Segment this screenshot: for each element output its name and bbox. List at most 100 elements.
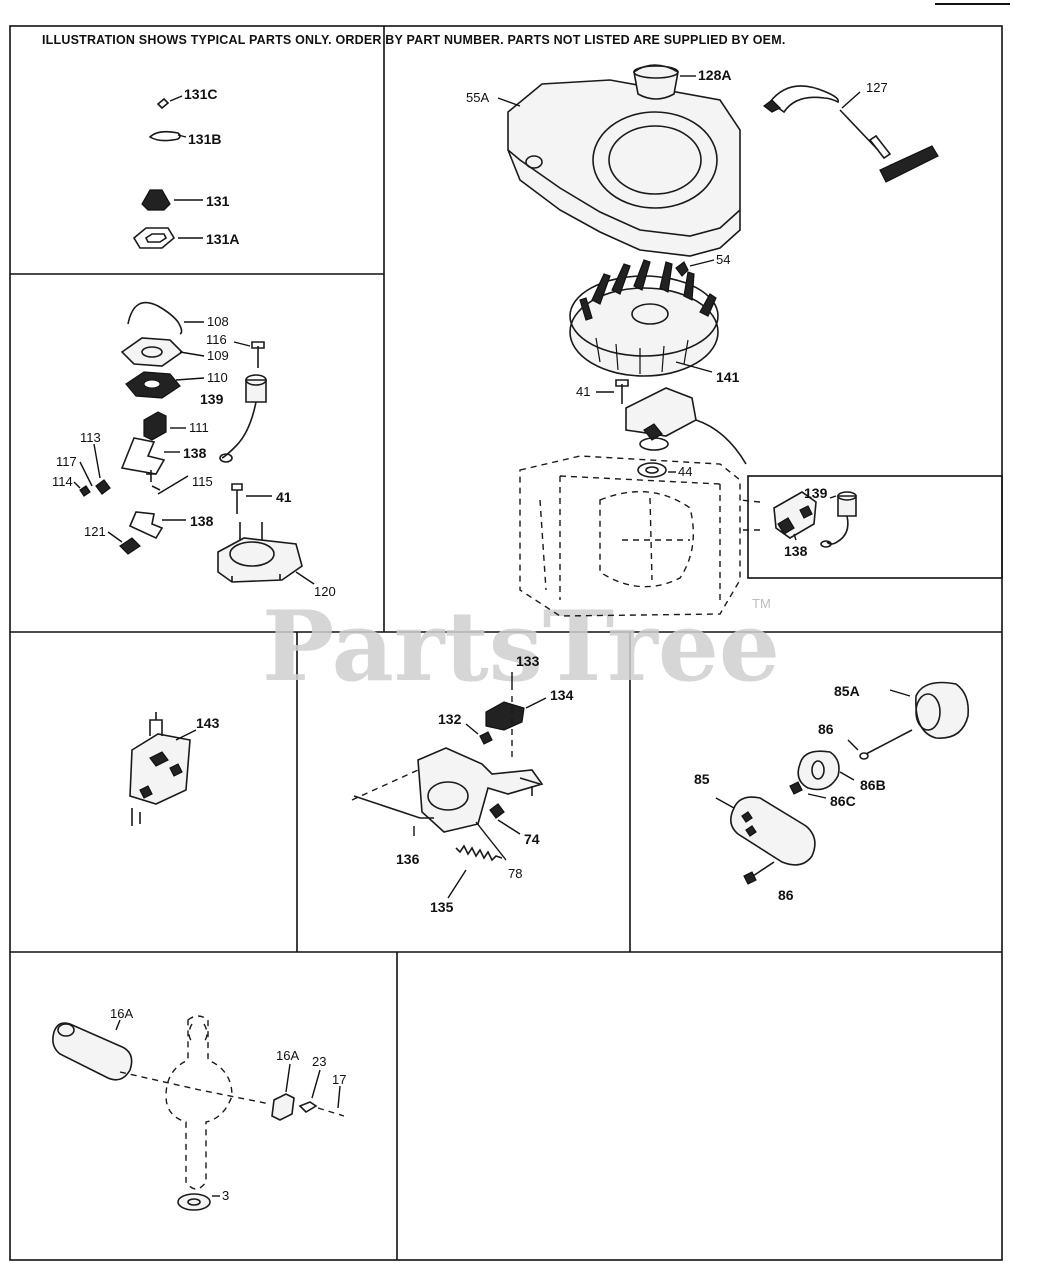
label-136: 136 xyxy=(396,851,420,867)
label-131b: 131B xyxy=(188,131,221,147)
part-16a-rod-cap xyxy=(271,1093,295,1121)
label-3: 3 xyxy=(222,1188,229,1203)
part-109-diaphragm xyxy=(120,337,184,367)
label-109: 109 xyxy=(207,348,229,363)
part-143-carburetor xyxy=(129,733,191,805)
part-139-condenser-inset xyxy=(837,495,857,517)
label-41-ignition: 41 xyxy=(276,489,292,505)
part-3-washer xyxy=(177,1193,211,1211)
panel-shroud: 55A 128A 127 54 141 41 xyxy=(466,64,939,617)
label-117: 117 xyxy=(56,454,77,469)
part-127-handle xyxy=(879,145,939,183)
panel-crankshaft: 16A 16A 23 17 3 xyxy=(52,1006,346,1211)
part-85a-muffler-cap xyxy=(915,681,970,739)
label-55a: 55A xyxy=(466,90,489,105)
label-16a-rod: 16A xyxy=(110,1006,133,1021)
part-114-screw xyxy=(79,485,91,497)
part-131b-pin xyxy=(148,130,181,142)
label-128a: 128A xyxy=(698,67,731,83)
label-113: 113 xyxy=(80,430,101,445)
part-54-clip xyxy=(675,261,689,277)
part-128a-cup xyxy=(633,64,679,100)
part-16a-connecting-rod xyxy=(52,1022,133,1081)
part-131a-gasket xyxy=(132,227,176,249)
label-132: 132 xyxy=(438,711,462,727)
part-86c-nut xyxy=(789,781,803,795)
label-116: 116 xyxy=(206,332,227,347)
part-ignition-module xyxy=(625,387,697,437)
label-131: 131 xyxy=(206,193,230,209)
label-85a: 85A xyxy=(834,683,860,699)
label-139-inset: 139 xyxy=(804,485,828,501)
part-flywheel xyxy=(569,259,719,377)
part-138-breaker-bracket xyxy=(120,437,166,475)
panel-grid xyxy=(9,25,1003,1261)
part-41-screw xyxy=(615,379,629,404)
label-127: 127 xyxy=(866,80,888,95)
label-44: 44 xyxy=(678,464,692,479)
part-86-long-bolt xyxy=(865,729,913,755)
label-74: 74 xyxy=(524,831,540,847)
label-133: 133 xyxy=(516,653,540,669)
label-86c: 86C xyxy=(830,793,856,809)
part-44-washer xyxy=(637,462,667,478)
label-138-lower: 138 xyxy=(190,513,214,529)
label-135: 135 xyxy=(430,899,454,915)
part-engine-block xyxy=(519,455,761,617)
label-143: 143 xyxy=(196,715,220,731)
part-crankshaft xyxy=(119,1015,271,1190)
part-86b-spacer xyxy=(797,750,840,791)
label-16a-cap: 16A xyxy=(276,1048,299,1063)
label-78: 78 xyxy=(508,866,522,881)
part-115-screw xyxy=(146,470,161,491)
label-86-top: 86 xyxy=(818,721,834,737)
part-132-screw xyxy=(479,731,493,745)
panel-governor: 133 134 132 136 74 78 135 xyxy=(351,653,574,915)
panel-muffler: 85A 86 86B 86C 85 86 xyxy=(694,681,970,903)
part-135-spring xyxy=(455,844,503,862)
panel-carburetor: 143 xyxy=(129,712,220,826)
panel-gaskets: 131C 131B 131 131A xyxy=(132,86,239,249)
part-121-clip xyxy=(119,537,141,555)
part-134-lever xyxy=(485,701,525,731)
part-120-housing xyxy=(217,537,303,583)
label-134: 134 xyxy=(550,687,574,703)
inset-ignition-parts: 138 139 xyxy=(773,485,857,559)
part-111-cap xyxy=(143,411,167,441)
part-108-wire xyxy=(127,301,183,335)
label-110: 110 xyxy=(207,370,228,385)
part-127-starter-rope xyxy=(768,85,840,114)
label-41-shroud: 41 xyxy=(576,384,590,399)
part-55a-blower-housing xyxy=(507,79,741,257)
label-17: 17 xyxy=(332,1072,346,1087)
label-115: 115 xyxy=(192,474,213,489)
part-138-lower-bracket xyxy=(128,511,164,540)
label-114: 114 xyxy=(52,474,73,489)
watermark: PartsTree TM xyxy=(262,590,780,703)
label-86b: 86B xyxy=(860,777,886,793)
label-54: 54 xyxy=(716,252,730,267)
header-notice: ILLUSTRATION SHOWS TYPICAL PARTS ONLY. O… xyxy=(42,33,786,47)
label-108: 108 xyxy=(207,314,229,329)
part-131-grommet xyxy=(141,189,171,211)
part-41-bolt xyxy=(231,483,243,514)
label-86-bottom: 86 xyxy=(778,887,794,903)
label-23: 23 xyxy=(312,1054,326,1069)
part-139-condenser xyxy=(245,379,267,403)
watermark-text: PartsTree xyxy=(262,590,780,703)
part-85-muffler-body xyxy=(730,796,816,866)
part-governor-bracket xyxy=(417,747,544,833)
part-136-rod xyxy=(353,795,434,819)
label-138: 138 xyxy=(183,445,207,461)
label-131c: 131C xyxy=(184,86,217,102)
label-121: 121 xyxy=(84,524,106,539)
label-139: 139 xyxy=(200,391,224,407)
label-131a: 131A xyxy=(206,231,239,247)
panel-ignition: 108 109 116 110 139 111 138 113 xyxy=(52,301,336,599)
label-141: 141 xyxy=(716,369,740,385)
watermark-trademark: TM xyxy=(752,596,771,611)
label-120: 120 xyxy=(314,584,336,599)
label-138-inset: 138 xyxy=(784,543,808,559)
label-111: 111 xyxy=(189,420,209,435)
